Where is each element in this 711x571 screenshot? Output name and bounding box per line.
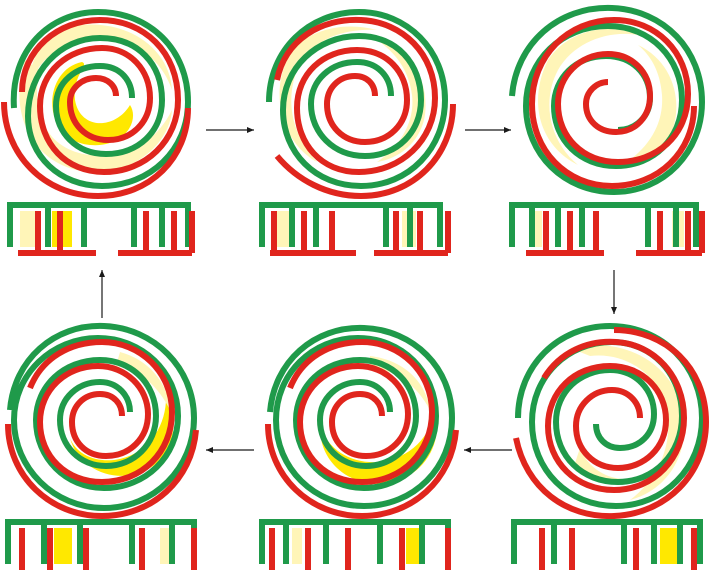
scroll-red (274, 16, 456, 200)
strip-cell-dark (660, 528, 678, 564)
panel-stage-2 (266, 8, 456, 200)
strip-green-frame (7, 202, 191, 247)
strip-cell-light (532, 211, 542, 247)
strip-green-vanes (283, 522, 425, 564)
scroll-green (7, 322, 198, 512)
strip-cell-light (276, 211, 290, 247)
pocket-light-upper (370, 356, 430, 410)
strip-red-vanes (269, 528, 451, 570)
panel-stage-5 (265, 324, 459, 520)
pocket-yellow (70, 392, 174, 476)
panel-stage-6 (5, 322, 199, 520)
pocket-light-right (618, 45, 677, 168)
strip-stage-3 (509, 202, 705, 256)
panel-stage-4 (513, 322, 710, 520)
scroll-green (266, 8, 449, 190)
strip-cell-light (292, 528, 302, 564)
strip-stage-5 (259, 519, 451, 570)
scroll-red (5, 338, 199, 520)
panel-stage-1 (1, 8, 192, 200)
strip-stage-4 (511, 519, 703, 570)
strip-green-frame (509, 202, 699, 247)
strip-cell-light (20, 211, 36, 247)
strip-green-vanes (289, 205, 413, 247)
strip-green-vanes (529, 205, 679, 247)
pocket-dark (52, 62, 134, 146)
pocket-light (19, 60, 172, 173)
strip-stage-6 (5, 519, 197, 570)
strip-cell-dark (54, 528, 72, 564)
panel-stage-3 (509, 4, 706, 196)
strip-red-vanes (539, 528, 697, 570)
scroll-green (10, 8, 192, 190)
strip-red-vanes (19, 528, 197, 570)
strip-green-vanes (45, 205, 165, 247)
strip-green-frame (511, 519, 703, 564)
scroll-red (528, 16, 697, 190)
strip-red-vanes (526, 211, 705, 256)
pocket-light-left (575, 448, 640, 482)
strip-red-vanes (270, 211, 451, 256)
strip-cell-light (160, 528, 170, 564)
scroll-green (267, 324, 456, 510)
strip-green-frame (259, 202, 443, 247)
strip-green-vanes (551, 522, 683, 564)
scroll-red (1, 16, 191, 200)
strip-red-vanes (18, 211, 195, 256)
strip-stage-1 (7, 202, 195, 256)
scroll-red (513, 327, 710, 520)
strip-cell-dark (406, 528, 420, 564)
strip-green-vanes (41, 522, 175, 564)
pocket-light-upper (29, 24, 173, 90)
scroll-red (265, 338, 459, 520)
strip-stage-2 (259, 202, 451, 256)
